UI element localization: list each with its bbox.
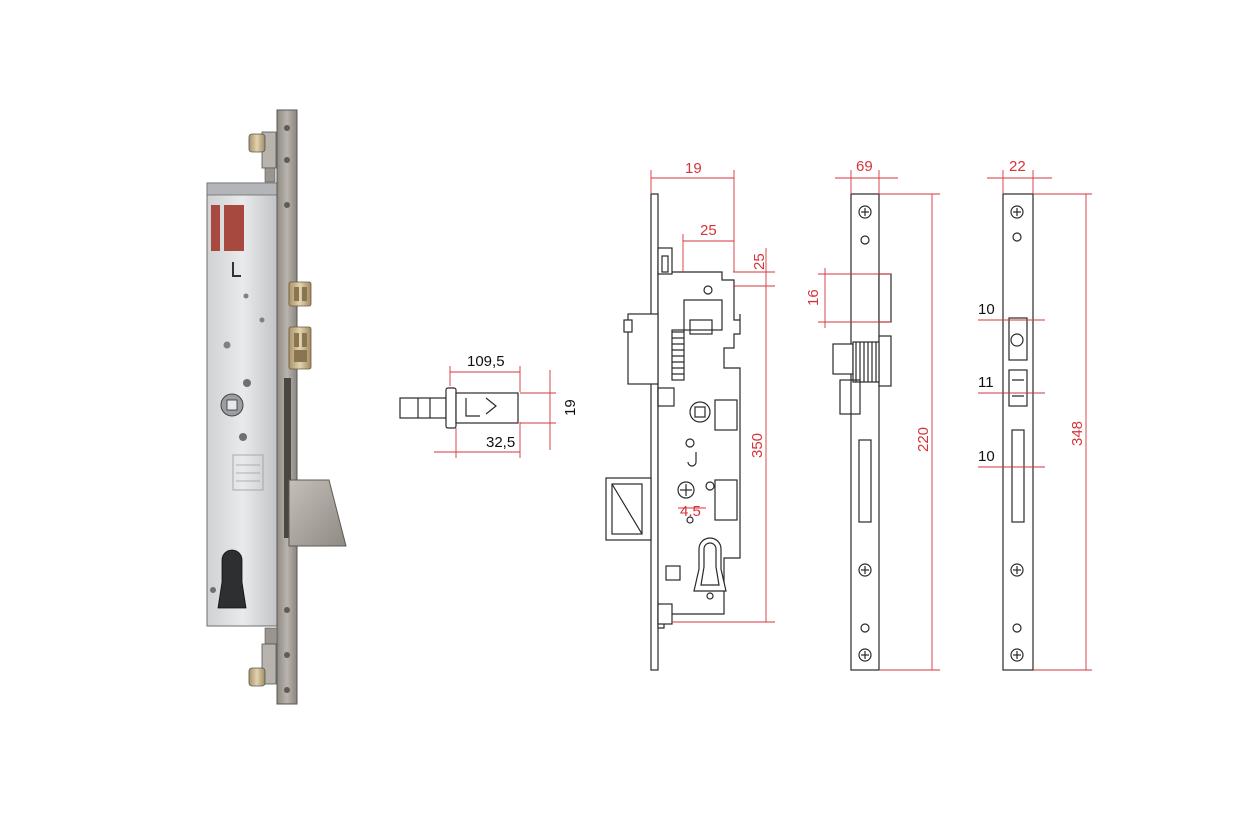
warning-sticker [211,205,220,251]
dim-cylinder-distance: 4,5 [680,503,701,520]
dim-bolt-length: 109,5 [467,353,505,370]
lock-photo [206,109,347,705]
latch-icon [288,281,312,307]
dim-faceplate-length-a: 220 [915,427,932,452]
side-view-drawing: 19 25 25 350 4,5 [605,160,775,671]
front-view-a-drawing: 69 16 220 [805,158,940,671]
bolt-detail-drawing: 109,5 32,5 19 [399,353,579,458]
dim-case-height: 350 [749,433,766,458]
spindle-icon [689,401,711,423]
latch-icon [288,326,312,370]
cylinder-profile-icon [693,537,727,592]
dim-faceplate-length-b: 348 [1069,421,1086,446]
dim-top-offset-vertical: 25 [751,253,768,270]
dim-bolt-height: 19 [562,399,579,416]
dim-slot-b: 11 [978,374,994,391]
cylinder-hole-icon [217,549,247,609]
dim-latch-height: 16 [805,289,822,306]
front-view-b-drawing: 22 10 11 10 348 [978,158,1092,671]
dim-faceplate-width-a: 69 [856,158,873,175]
dim-backset-width: 19 [685,160,702,177]
dim-bolt-offset: 32,5 [486,434,515,451]
top-roller-icon [248,131,277,183]
bottom-roller-icon [248,627,278,687]
dim-slot-c: 10 [978,448,995,465]
warning-sticker [224,205,244,251]
dim-faceplate-width-b: 22 [1009,158,1026,175]
dim-top-offset-horizontal: 25 [700,222,717,239]
dim-slot-a: 10 [978,301,995,318]
hook-bolt-icon [288,479,347,547]
